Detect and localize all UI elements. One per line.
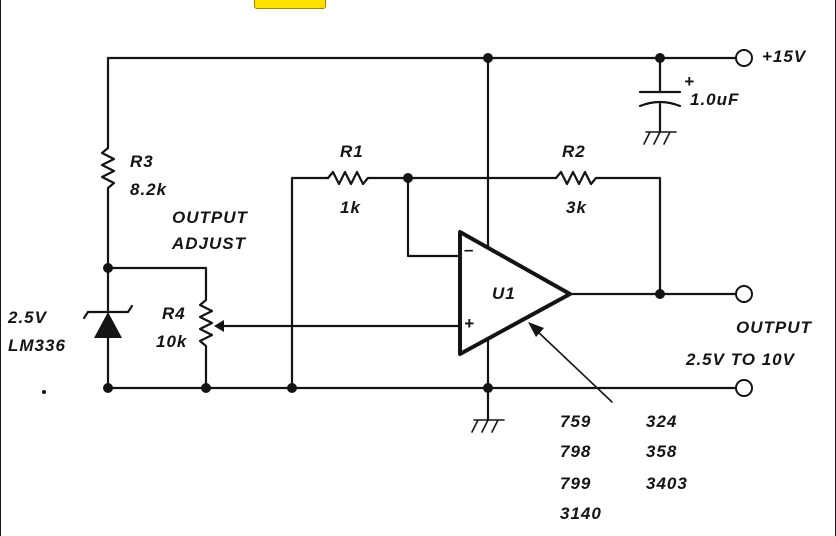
capacitor-plate-bottom [638, 100, 682, 108]
reference-part-label: LM336 [8, 336, 66, 355]
junction-dot [483, 53, 493, 63]
r3-resistor [100, 146, 116, 200]
zener-cathode [82, 304, 134, 320]
junction-dot [201, 383, 211, 393]
junction-dot [655, 289, 665, 299]
junction-dot [483, 383, 493, 393]
supply-voltage-label: +15V [762, 47, 807, 66]
r2-resistor [554, 170, 662, 296]
inverting-input-wire [406, 176, 462, 258]
r2-value-label: 3k [566, 198, 587, 217]
cap-value-label: 1.0uF [690, 90, 740, 109]
opamp-plus-label: + [464, 314, 475, 333]
r2-name-label: R2 [562, 142, 586, 161]
opamp-part-number: 3140 [560, 504, 602, 523]
output-label-line1: OUTPUT [736, 318, 812, 337]
junction-dot [103, 263, 113, 273]
r1-name-label: R1 [340, 142, 364, 161]
ground-symbol-cap [643, 131, 677, 145]
part-pointer-line [535, 329, 613, 403]
zener-diode [94, 312, 122, 338]
output-terminal [735, 285, 753, 303]
opamp-part-number: 798 [560, 442, 592, 461]
opamp-minus-label: – [464, 240, 475, 259]
opamp-name-label: U1 [492, 284, 516, 303]
ground-terminal [735, 379, 753, 397]
scan-speck [42, 390, 46, 394]
junction-dot [103, 383, 113, 393]
ref-node-wire [106, 266, 208, 390]
ground-symbol-bottom [471, 419, 505, 433]
opamp-part-number: 324 [646, 412, 678, 431]
r1-value-label: 1k [340, 198, 361, 217]
opamp-triangle [458, 230, 572, 356]
junction-dot [403, 173, 413, 183]
opamp-part-number: 799 [560, 474, 592, 493]
r4-value-label: 10k [156, 332, 188, 351]
reference-voltage-label: 2.5V [8, 308, 47, 327]
r3-value-label: 8.2k [130, 180, 168, 199]
opamp-part-number: 759 [560, 412, 592, 431]
r1-resistor [326, 170, 410, 186]
opamp-part-number: 3403 [646, 474, 688, 493]
r1-left-wire [290, 176, 330, 390]
junction-dot [287, 383, 297, 393]
r4-resistor [198, 298, 214, 354]
supply-terminal [735, 49, 753, 67]
r4-wiper-arrow [214, 320, 224, 332]
adjust-label-line2: ADJUST [172, 234, 247, 253]
r4-name-label: R4 [162, 304, 186, 323]
part-pointer-arrow [528, 322, 544, 337]
cap-polarity-label: + [684, 72, 695, 91]
opamp-part-number: 358 [646, 442, 678, 461]
adjust-label-line1: OUTPUT [172, 208, 248, 227]
junction-dot [655, 53, 665, 63]
highlight-tab [254, 0, 326, 9]
output-label-line2: 2.5V TO 10V [686, 350, 795, 369]
r3-name-label: R3 [130, 152, 154, 171]
frame-left-edge [0, 0, 1, 536]
